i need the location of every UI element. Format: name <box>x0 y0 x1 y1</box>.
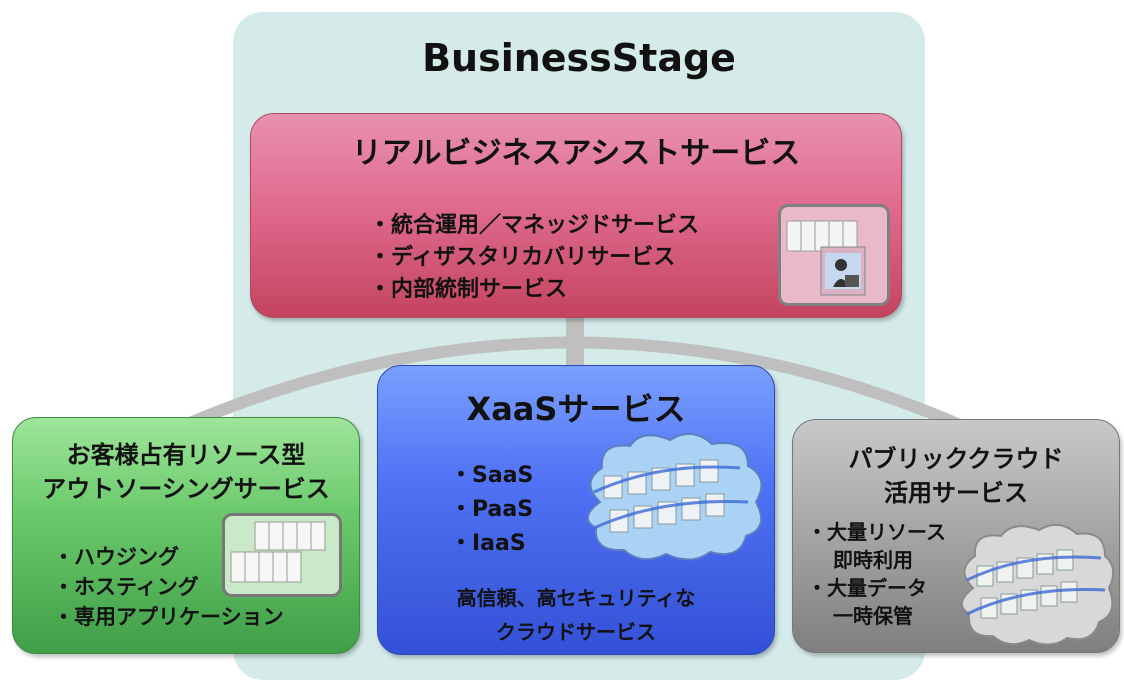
list-item: ・内部統制サービス <box>369 277 568 302</box>
right-box-title: パブリッククラウド 活用サービス <box>848 445 1064 507</box>
right-box-list: ・大量リソース 即時利用 ・大量データ 一時保管 <box>807 518 946 630</box>
list-item: ・ディザスタリカバリサービス <box>369 245 676 270</box>
list-item: ・PaaS <box>450 497 534 522</box>
list-item: ・IaaS <box>450 531 526 556</box>
top-box-list: ・統合運用／マネッジドサービス ・ディザスタリカバリサービス ・内部統制サービス <box>369 210 699 306</box>
list-item: ・専用アプリケーション <box>53 605 284 629</box>
center-box-list: ・SaaS ・PaaS ・IaaS <box>450 459 533 561</box>
list-item: ・大量リソース <box>807 520 946 544</box>
list-item: 即時利用 <box>833 548 913 572</box>
list-item: 一時保管 <box>833 604 913 628</box>
list-item: ・大量データ <box>807 576 927 600</box>
server-operator-icon <box>778 204 890 306</box>
server-rack-icon <box>222 513 342 597</box>
list-item: ・統合運用／マネッジドサービス <box>369 213 700 238</box>
left-box-list: ・ハウジング ・ホスティング ・専用アプリケーション <box>53 542 284 632</box>
cloud-server-icon <box>587 433 763 561</box>
list-item: ・SaaS <box>450 463 534 488</box>
left-box-title: お客様占有リソース型 アウトソーシングサービス <box>42 441 330 503</box>
center-box-title: XaaSサービス <box>466 390 686 428</box>
stage-title: BusinessStage <box>422 36 736 80</box>
center-box-note: 高信頼、高セキュリティな クラウドサービス <box>456 586 696 644</box>
cloud-server-icon <box>961 523 1115 646</box>
list-item: ・ホスティング <box>53 575 199 599</box>
top-box-title: リアルビジネスアシストサービス <box>351 136 801 171</box>
list-item: ・ハウジング <box>53 545 179 569</box>
